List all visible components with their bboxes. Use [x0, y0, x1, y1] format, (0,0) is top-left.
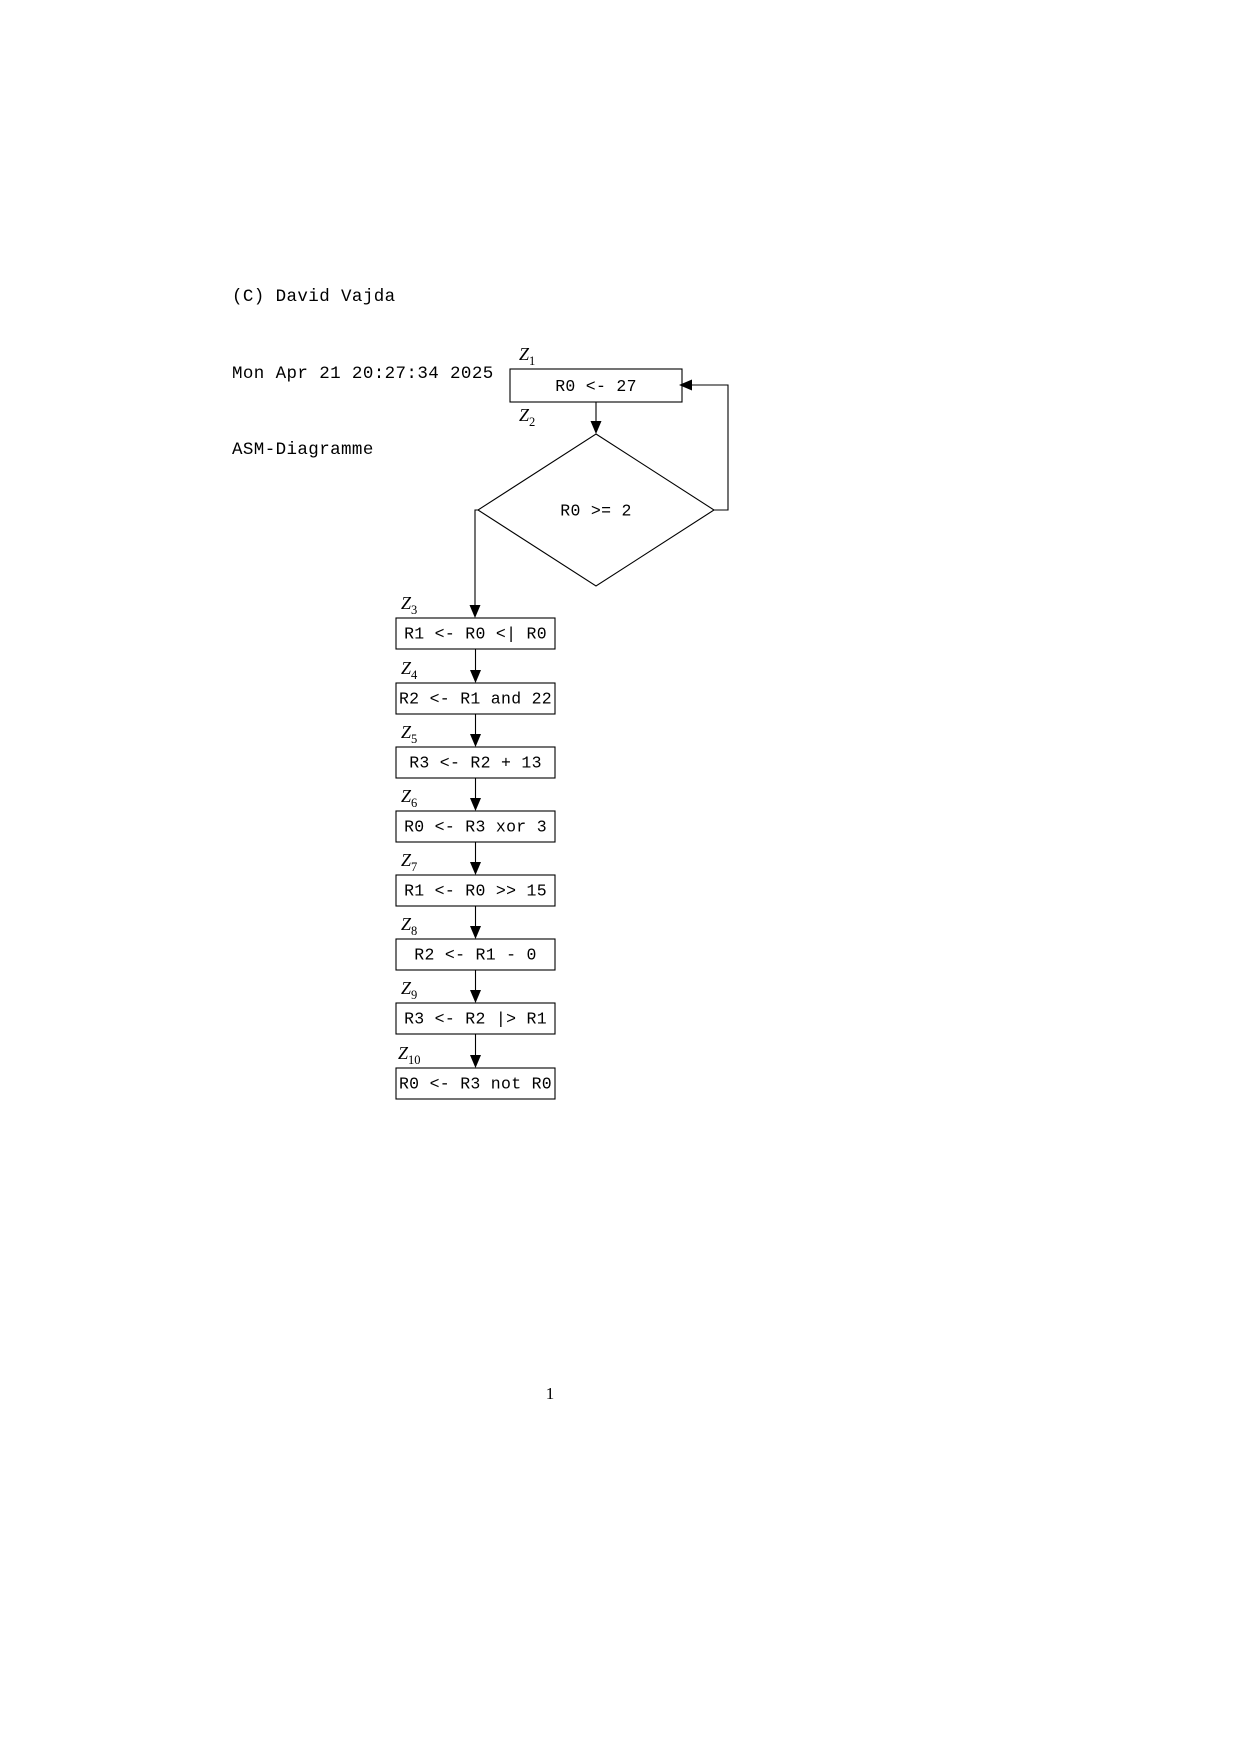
node-z7-box	[395, 874, 556, 907]
node-z7-text: R1 <- R0 >> 15	[404, 881, 547, 900]
node-z6-text: R0 <- R3 xor 3	[404, 817, 547, 836]
arrowhead-loopback	[679, 379, 692, 391]
state-label-z8: Z8	[401, 914, 417, 938]
node-z2-diamond	[476, 433, 716, 587]
arrowhead-z8-to-z9	[470, 990, 481, 1003]
node-z9-box	[395, 1002, 556, 1035]
header-line-timestamp: Mon Apr 21 20:27:34 2025	[232, 363, 494, 384]
node-z2-text: R0 >= 2	[560, 501, 631, 520]
node-z8-box	[395, 938, 556, 971]
arrowhead-z5-to-z6	[470, 798, 481, 811]
arrowhead-z9-to-z10	[470, 1055, 481, 1068]
node-z1-box	[509, 368, 683, 403]
node-z5-text: R3 <- R2 + 13	[409, 753, 542, 772]
header-line-title: ASM-Diagramme	[232, 440, 374, 460]
state-label-z4: Z4	[401, 658, 418, 682]
arrowhead-z3-to-z4	[470, 670, 481, 683]
state-label-z9: Z9	[401, 978, 417, 1002]
state-label-z2: Z2	[519, 405, 535, 429]
state-label-z10: Z10	[398, 1043, 421, 1067]
state-label-z7: Z7	[401, 850, 417, 874]
edge-z2-true-loopback	[690, 384, 729, 511]
arrowhead-z7-to-z8	[470, 926, 481, 939]
page-number: 1	[545, 1384, 555, 1403]
node-z3-text: R1 <- R0 <| R0	[404, 624, 547, 643]
node-z3-box	[395, 617, 556, 650]
arrowhead-z2-to-z3	[469, 605, 481, 618]
arrowhead-z1-to-z2	[590, 421, 602, 434]
header-line-copyright: (C) David Vajda	[232, 287, 396, 307]
arrowhead-z6-to-z7	[470, 862, 481, 875]
node-z4-text: R2 <- R1 and 22	[399, 689, 552, 708]
node-z10-text: R0 <- R3 not R0	[399, 1074, 552, 1093]
state-label-z5: Z5	[401, 722, 417, 746]
node-z4-box	[395, 682, 556, 715]
node-z1-text: R0 <- 27	[555, 377, 637, 396]
node-z9-text: R3 <- R2 |> R1	[404, 1009, 547, 1028]
document-header: (C) David Vajda Mon Apr 21 20:27:34 2025…	[232, 234, 494, 515]
node-z8-text: R2 <- R1 - 0	[414, 945, 536, 964]
node-z6-box	[395, 810, 556, 843]
state-label-z1: Z1	[519, 344, 535, 368]
node-z5-box	[395, 746, 556, 779]
arrowhead-z4-to-z5	[470, 734, 481, 747]
edge-z2-false-to-z3	[474, 509, 478, 608]
node-z10-box	[395, 1067, 556, 1100]
state-label-z3: Z3	[401, 593, 417, 617]
state-label-z6: Z6	[401, 786, 417, 810]
